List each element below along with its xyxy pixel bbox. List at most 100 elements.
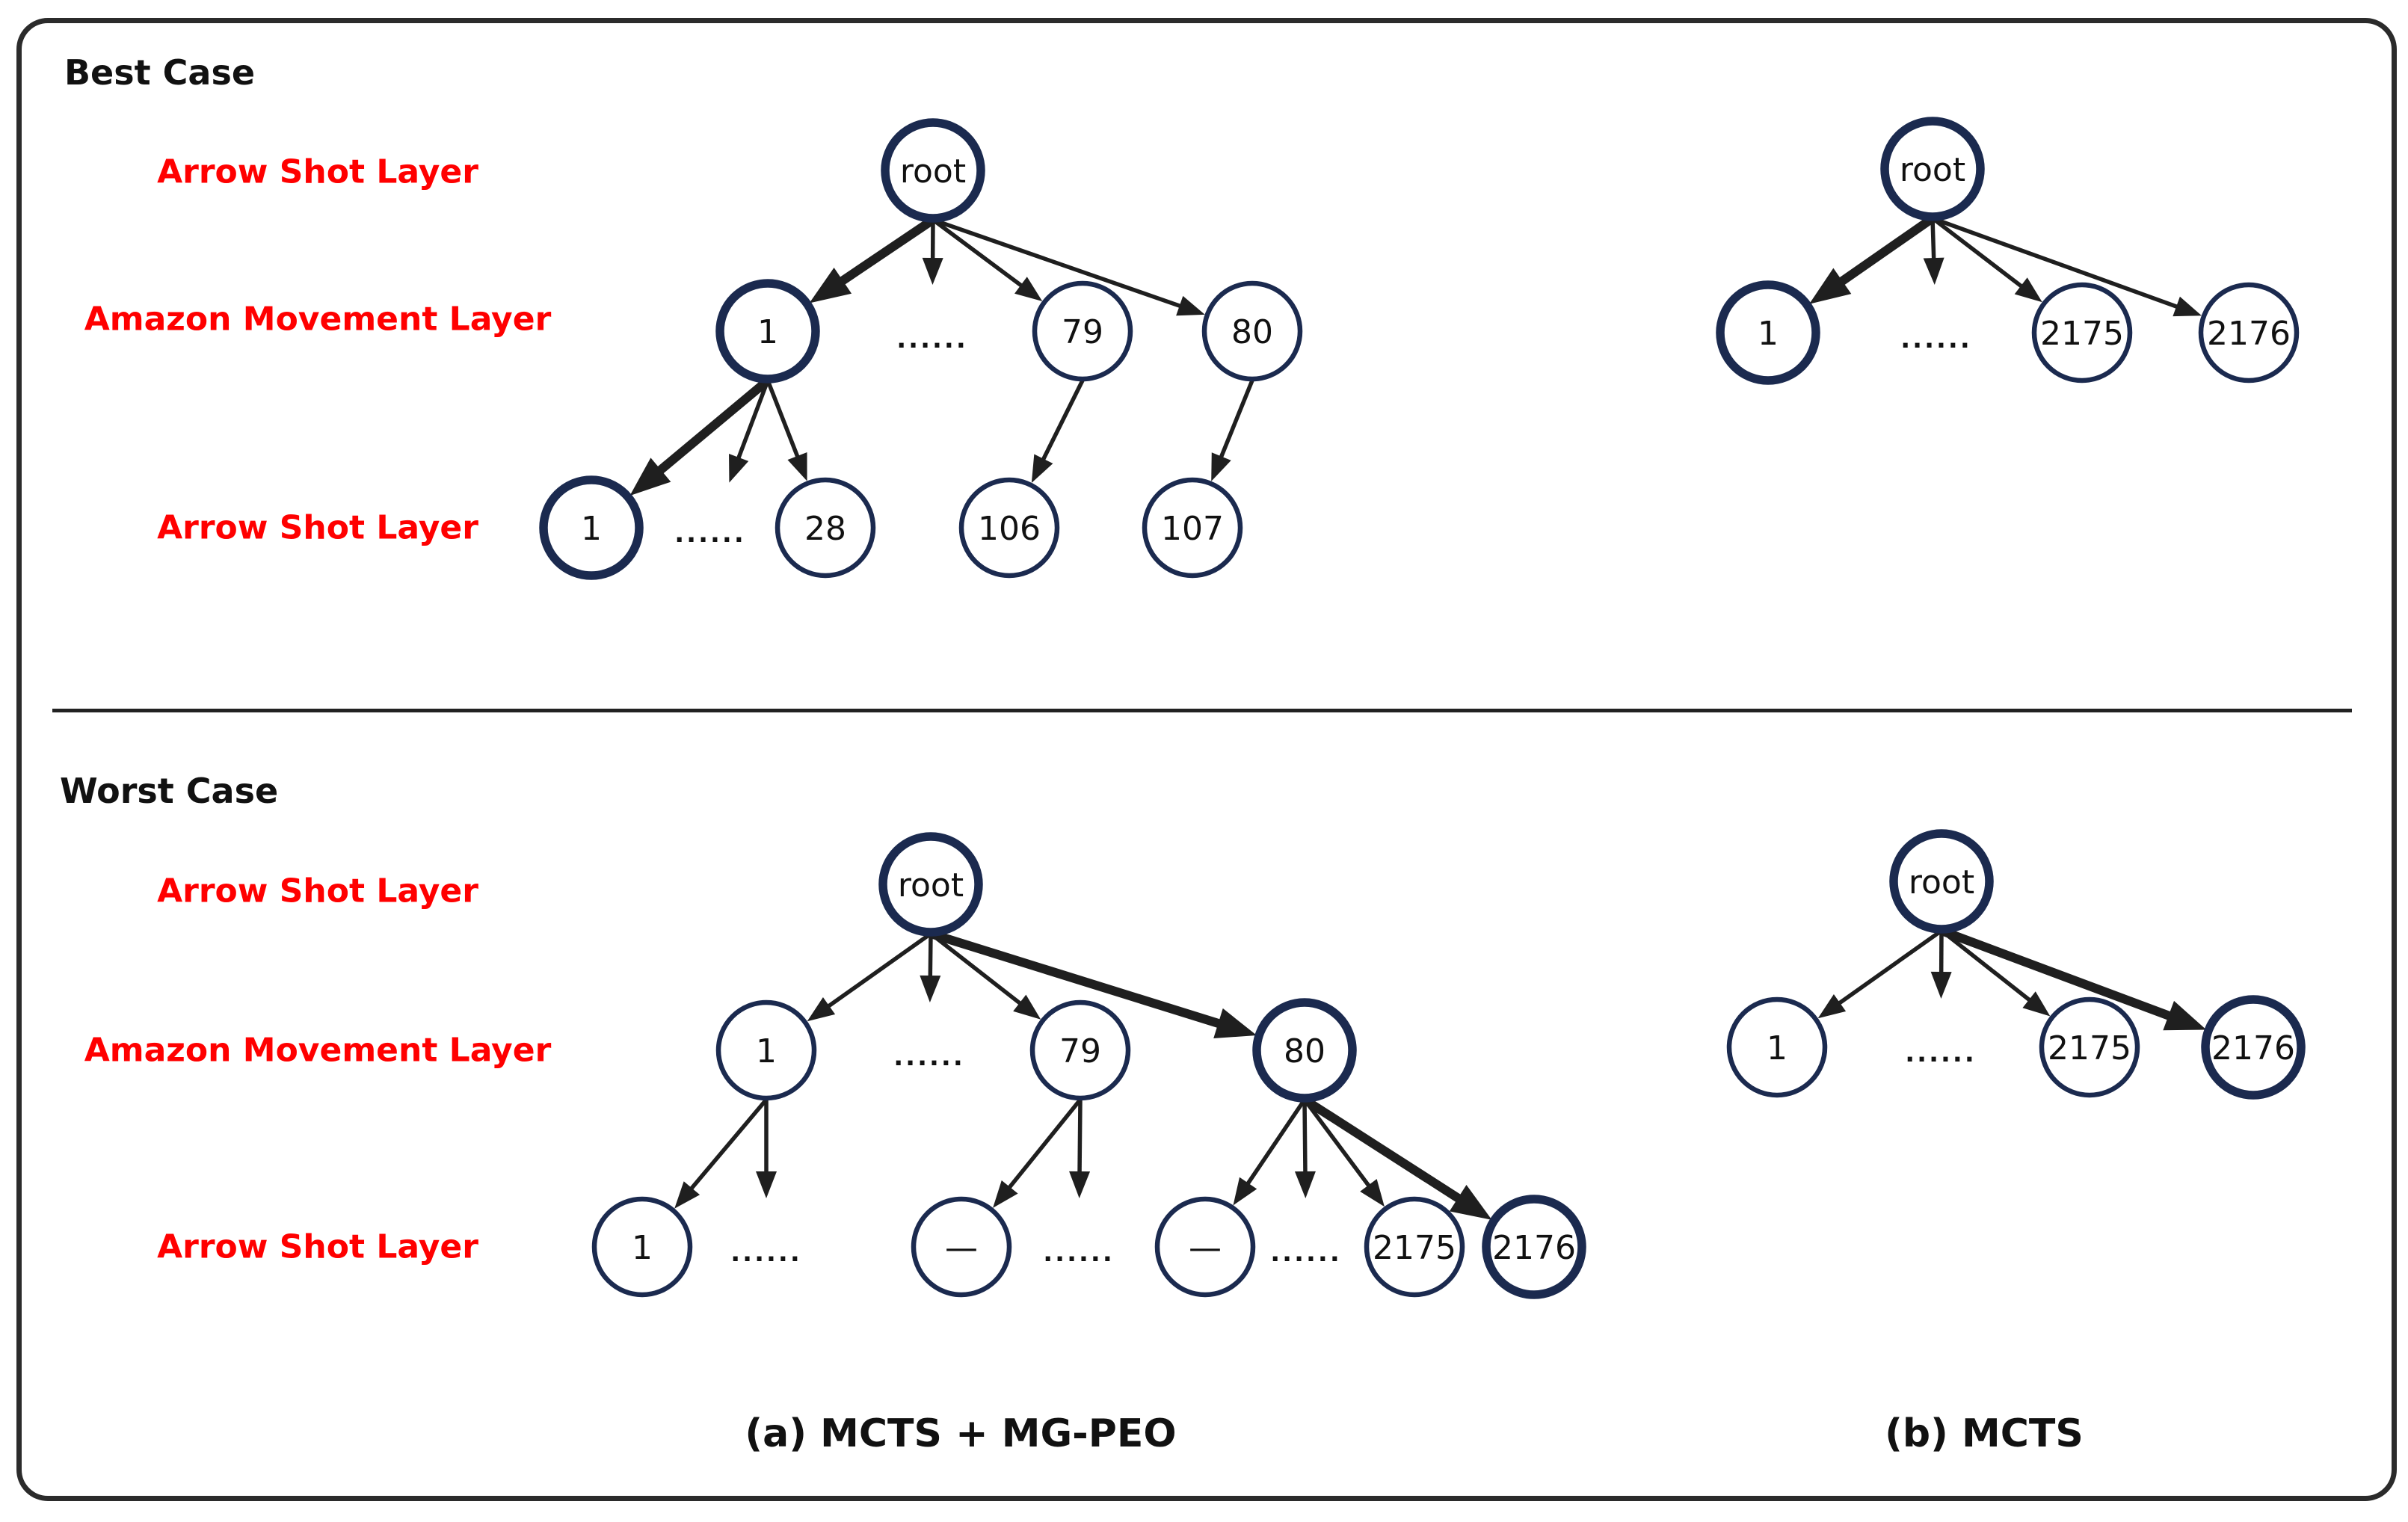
tree-node-label: 2175 <box>2040 315 2124 353</box>
ellipsis-dots: ...... <box>896 324 968 354</box>
tree-edge <box>1940 928 2039 1008</box>
tree-edge <box>683 1098 769 1198</box>
worst-case-title: Worst Case <box>60 771 279 811</box>
worst-amazon-movement-layer-label: Amazon Movement Layer <box>84 1031 552 1070</box>
tree-edge <box>1215 379 1254 467</box>
tree-edge <box>1001 1098 1083 1197</box>
tree-node-label: 28 <box>804 510 846 548</box>
tree-node-label: 1 <box>756 1032 777 1070</box>
tree-node-circle-bold <box>881 118 985 223</box>
best-amazon-movement-layer-label: Amazon Movement Layer <box>84 300 552 339</box>
tree-node-label: 80 <box>1231 313 1273 351</box>
tree-edge <box>1829 928 1943 1011</box>
tree-worst-mcts: root 1...... 2175 2176 <box>1726 829 2306 1100</box>
arrowhead-icon <box>1014 277 1043 301</box>
tree-node-circle-bold <box>2201 995 2306 1100</box>
arrowhead-icon <box>674 1181 700 1209</box>
tree-edge <box>932 218 1191 312</box>
tree-node-label: 2176 <box>1492 1229 1576 1267</box>
arrowhead-icon <box>993 1180 1018 1208</box>
arrowhead-icon <box>807 997 836 1022</box>
tree-node-circle <box>958 477 1060 579</box>
tree-node-circle <box>1032 280 1133 382</box>
tree-node-label: 2175 <box>1373 1229 1456 1267</box>
tree-node-circle <box>715 999 817 1101</box>
tree-node-circle <box>1364 1196 1465 1298</box>
arrowhead-icon <box>1817 994 1847 1019</box>
tree-edge <box>819 931 932 1014</box>
caption-mcts: (b) MCTS <box>1885 1411 2084 1456</box>
tree-node-circle-bold <box>539 475 644 580</box>
tree-node-label: 2176 <box>2211 1029 2295 1067</box>
arrowhead-icon <box>1213 1008 1257 1039</box>
best-case-title: Best Case <box>64 52 256 93</box>
tree-edge <box>1931 216 2031 295</box>
arrowhead-icon <box>1923 257 1944 286</box>
tree-node-label: — <box>945 1229 978 1267</box>
arrowhead-icon <box>1031 454 1053 484</box>
ellipsis-dots: ...... <box>1270 1238 1342 1268</box>
tree-edge <box>929 931 1029 1011</box>
arrowhead-icon <box>629 457 671 496</box>
arrowhead-icon <box>2173 296 2202 317</box>
tree-node-label: 79 <box>1062 313 1103 351</box>
ellipsis-dots: ...... <box>674 519 746 549</box>
tree-node-circle <box>2031 282 2133 383</box>
tree-node-label: 107 <box>1161 510 1224 548</box>
tree-edge-bold <box>1302 1095 1474 1211</box>
tree-node-label: root <box>900 152 966 191</box>
tree-node-circle <box>1029 999 1131 1101</box>
tree-node-label: 1 <box>581 510 602 548</box>
arrowhead-icon <box>2014 277 2042 303</box>
tree-node-label: 1 <box>757 313 778 351</box>
worst-arrow-shot-layer-label-1: Arrow Shot Layer <box>157 872 478 911</box>
tree-best-mcts-mgpeo: root 1...... 79 80 1...... 28 106 107 <box>539 118 1303 580</box>
worst-arrow-shot-layer-label-2: Arrow Shot Layer <box>157 1227 478 1266</box>
tree-node-label: 1 <box>632 1229 653 1267</box>
tree-node-label: root <box>898 866 964 905</box>
caption-mcts-mgpeo: (a) MCTS + MG-PEO <box>745 1411 1177 1456</box>
arrowhead-icon <box>1449 1184 1492 1220</box>
tree-edge <box>1240 1098 1307 1194</box>
arrowhead-icon <box>1176 295 1205 316</box>
tree-node-circle <box>1154 1196 1256 1298</box>
ellipsis-dots: ...... <box>1900 324 1972 354</box>
tree-node-label: 1 <box>1758 315 1779 353</box>
tree-node-label: 106 <box>978 510 1041 548</box>
tree-node-label: 80 <box>1284 1032 1325 1070</box>
tree-edge <box>766 379 804 467</box>
tree-node-circle-bold <box>1889 829 1994 934</box>
arrowhead-icon <box>809 267 852 304</box>
ellipsis-dots: ...... <box>730 1238 802 1268</box>
arrowhead-icon <box>1211 452 1231 481</box>
outer-border <box>16 18 2397 1501</box>
tree-edge <box>1036 379 1085 469</box>
tree-node-label: 79 <box>1059 1032 1101 1070</box>
tree-edge <box>1302 1098 1377 1195</box>
tree-node-circle-bold <box>878 832 983 937</box>
arrowhead-icon <box>1013 994 1041 1020</box>
arrowhead-icon <box>756 1171 777 1198</box>
best-arrow-shot-layer-label-1: Arrow Shot Layer <box>157 152 478 191</box>
tree-node-label: 2175 <box>2048 1029 2131 1067</box>
arrowhead-icon <box>2163 1000 2207 1031</box>
ellipsis-dots: ...... <box>1905 1038 1977 1068</box>
tree-node-label: root <box>1909 863 1974 902</box>
best-arrow-shot-layer-label-2: Arrow Shot Layer <box>157 508 478 547</box>
tree-node-circle <box>591 1196 693 1298</box>
tree-node-circle-bold <box>1716 280 1820 385</box>
tree-edge-bold <box>645 377 771 484</box>
arrowhead-icon <box>787 452 807 481</box>
arrowhead-icon <box>1069 1171 1091 1199</box>
arrowhead-icon <box>1930 971 1952 999</box>
tree-node-circle <box>2039 996 2140 1098</box>
arrowhead-icon <box>729 454 749 483</box>
tree-node-circle <box>1201 280 1303 382</box>
tree-node-circle-bold <box>1482 1195 1586 1299</box>
section-divider <box>52 709 2352 712</box>
tree-node-label: 1 <box>1767 1029 1787 1067</box>
arrowhead-icon <box>1294 1171 1316 1199</box>
